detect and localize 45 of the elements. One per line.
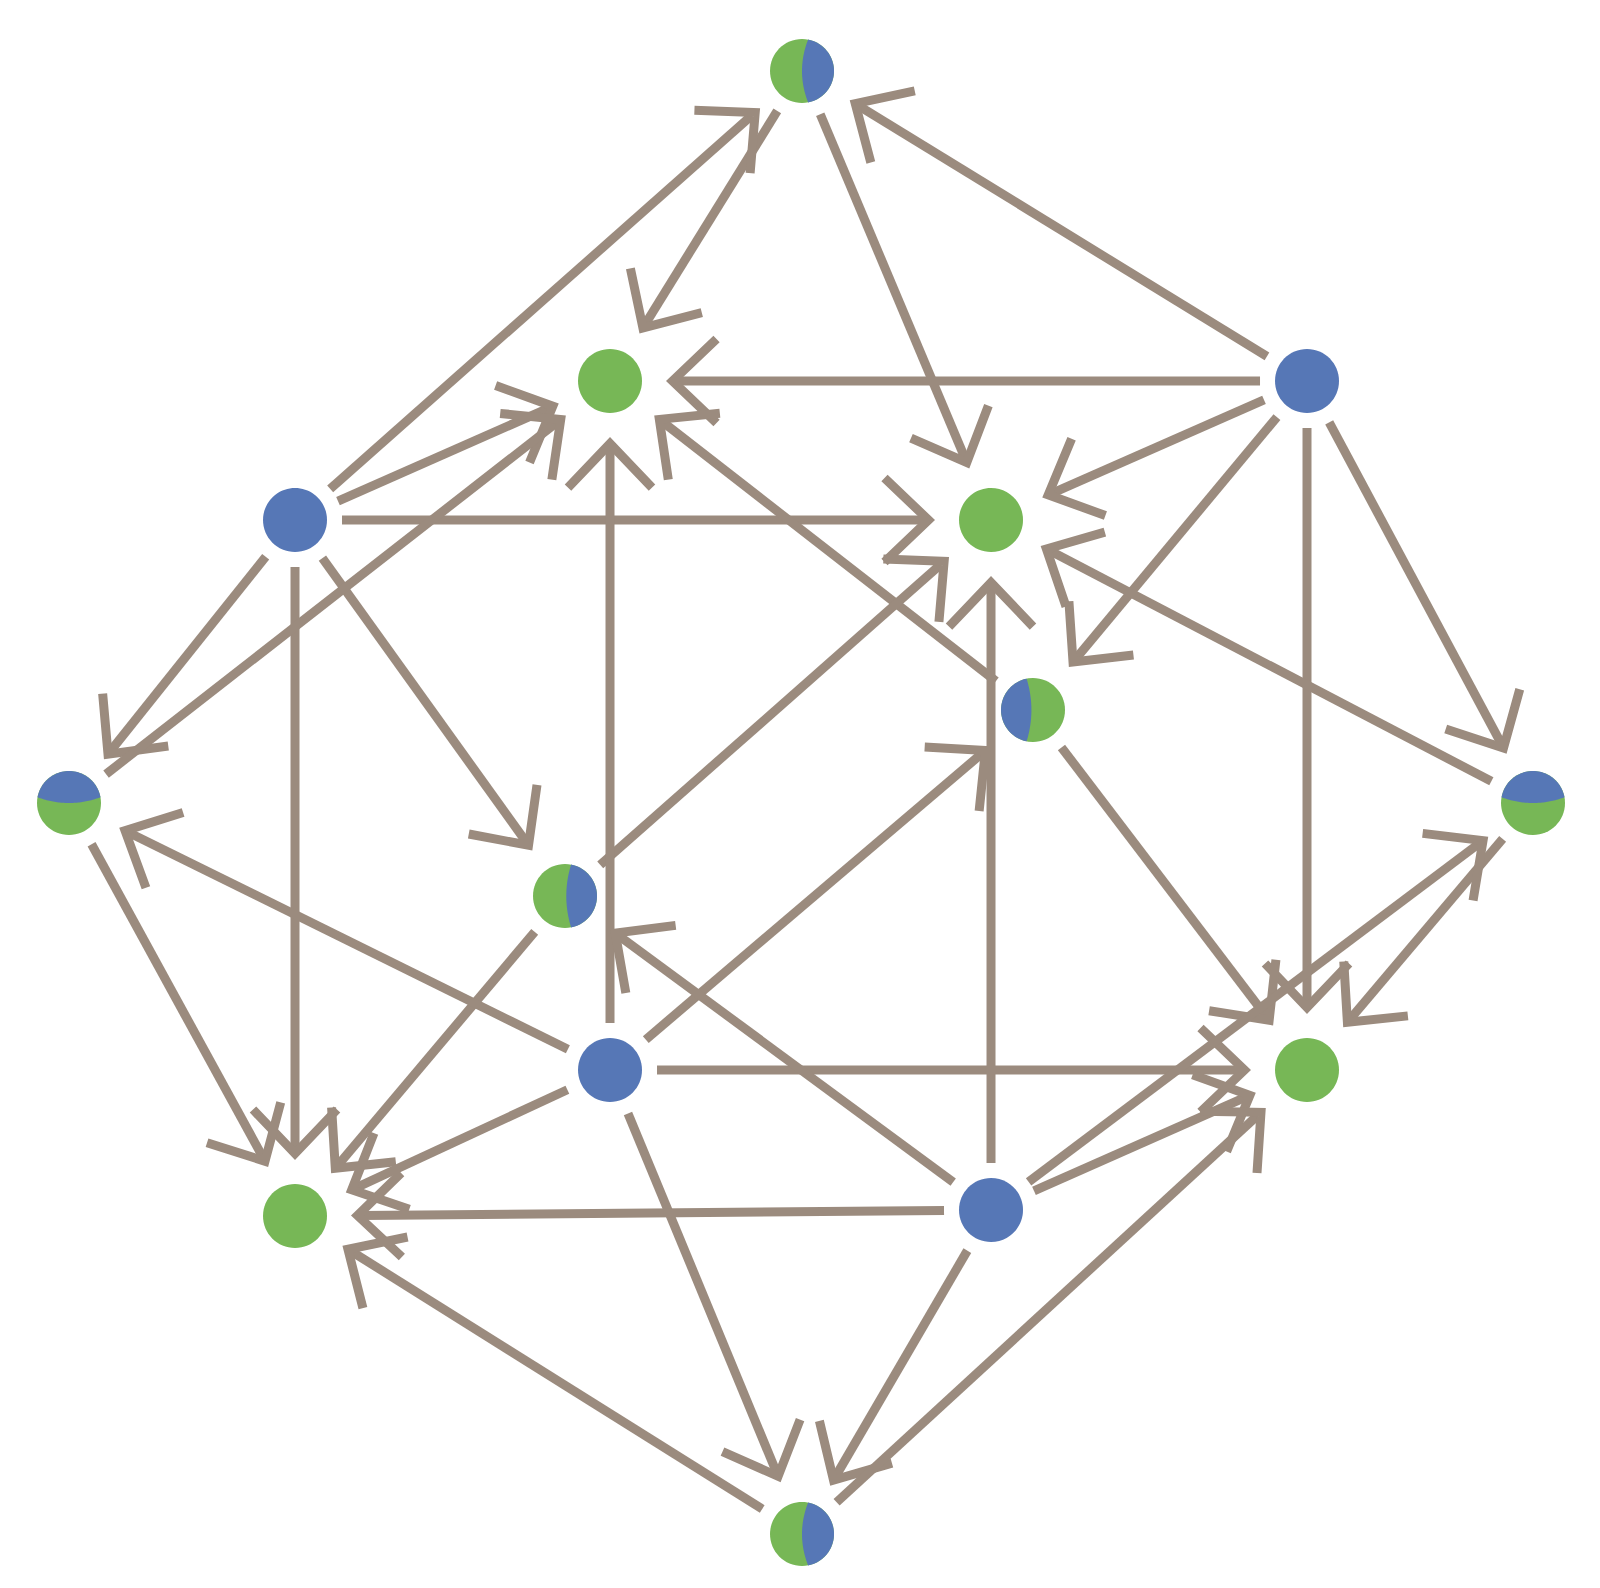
arrow <box>249 567 341 1161</box>
two-tone-circle <box>1501 771 1565 835</box>
two-tone-circle <box>770 1502 834 1566</box>
arrow <box>1325 420 1525 754</box>
arrow <box>666 335 1260 427</box>
arrow <box>849 86 1270 361</box>
two-tone-circle <box>770 39 834 103</box>
arrow <box>626 108 782 334</box>
arrow <box>1339 836 1507 1028</box>
arrow <box>103 408 566 778</box>
arrow <box>351 1169 945 1261</box>
arrow <box>327 105 761 493</box>
arrow <box>816 112 993 469</box>
arrow <box>1064 414 1281 667</box>
arrow <box>945 576 1037 1163</box>
arrow <box>1025 828 1489 1186</box>
arrow <box>336 381 559 506</box>
arrow <box>815 1248 972 1486</box>
node-circle <box>959 488 1023 552</box>
arrow <box>327 929 539 1174</box>
arrow <box>345 1085 570 1214</box>
arrow <box>623 1111 805 1483</box>
arrow <box>342 1232 765 1513</box>
arrow <box>1042 395 1266 520</box>
node-circle <box>959 1178 1023 1242</box>
arrow <box>1040 527 1494 786</box>
node-circle <box>578 349 642 413</box>
node-circle <box>1275 1038 1339 1102</box>
arrow <box>119 808 570 1054</box>
arrow <box>564 437 656 1023</box>
node-circle <box>1275 349 1339 413</box>
node-circle <box>263 1184 327 1248</box>
arrow <box>87 842 286 1167</box>
node-circle <box>263 488 327 552</box>
arrow <box>1261 428 1353 1014</box>
two-tone-circle <box>1001 678 1065 742</box>
arrow <box>342 474 935 566</box>
two-tone-circle <box>533 864 597 928</box>
arrow <box>1057 744 1281 1026</box>
arrow <box>597 554 949 869</box>
arrow <box>98 553 270 760</box>
arrow <box>833 1106 1266 1506</box>
arrow <box>318 555 542 851</box>
node-circle <box>578 1038 642 1102</box>
two-tone-circle <box>37 771 101 835</box>
